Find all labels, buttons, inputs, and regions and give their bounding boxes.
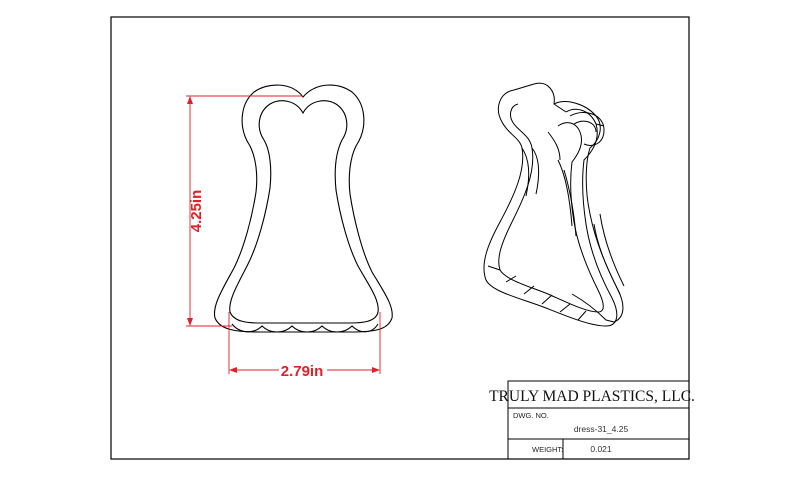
width-label-backdrop [279, 362, 327, 378]
cutter-isometric-view [483, 82, 625, 327]
drawing-number-label: DWG. NO. [513, 411, 549, 420]
dress-outline-front-view [213, 84, 393, 333]
height-dimension [186, 95, 303, 327]
drawing-number-value: dress-31_4.25 [574, 424, 629, 434]
drawing-border [110, 16, 690, 460]
title-block [507, 380, 690, 460]
width-dimension-label: 2.79in [281, 363, 324, 380]
company-name: TRULY MAD PLASTICS, LLC. [489, 388, 695, 405]
height-dimension-label: 4.25in [188, 190, 205, 233]
weight-label: WEIGHT: [532, 445, 563, 454]
weight-value: 0.021 [590, 444, 612, 454]
